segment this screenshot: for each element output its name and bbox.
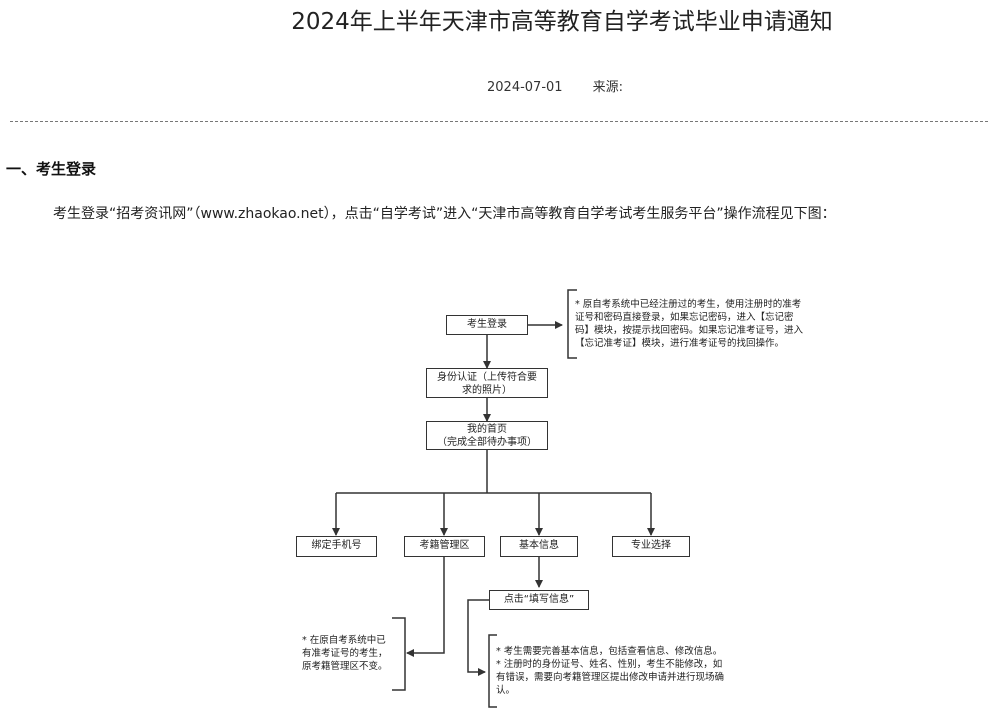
note-basic-line: * 注册时的身份证号、姓名、性别，考生不能修改，如 xyxy=(496,659,723,670)
note-registry-line: 有准考证号的考生， xyxy=(302,648,388,659)
note-registry-line: 原考籍管理区不变。 xyxy=(302,661,388,672)
flow-label-bind-phone: 绑定手机号 xyxy=(311,540,362,551)
note-registry: * 在原自考系统中已 有准考证号的考生， 原考籍管理区不变。 xyxy=(302,634,402,673)
note-basic-line: * 考生需要完善基本信息，包括查看信息、修改信息。 xyxy=(496,646,723,657)
publish-date: 2024-07-01 xyxy=(487,80,563,95)
flow-box-home: 我的首页 （完成全部待办事项） xyxy=(426,421,548,450)
flow-label-fill-info: 点击“填写信息” xyxy=(503,594,575,605)
flow-label-identity-2: 求的照片） xyxy=(462,385,512,396)
flow-box-registry: 考籍管理区 xyxy=(404,536,485,557)
note-registry-line: * 在原自考系统中已 xyxy=(302,635,386,646)
divider xyxy=(10,121,988,122)
section-paragraph: 考生登录“招考资讯网”（www.zhaokao.net），点击“自学考试”进入“… xyxy=(53,206,836,222)
note-login-line: 证号和密码直接登录，如果忘记密码，进入【忘记密 xyxy=(575,312,794,323)
flow-box-identity: 身份认证（上传符合要 求的照片） xyxy=(426,368,548,398)
flow-label-major-select: 专业选择 xyxy=(631,540,671,551)
flow-box-login: 考生登录 xyxy=(446,315,528,335)
flow-box-major-select: 专业选择 xyxy=(612,536,690,557)
section-heading: 一、考生登录 xyxy=(6,160,97,178)
flow-label-basic-info: 基本信息 xyxy=(519,540,559,551)
page-title: 2024年上半年天津市高等教育自学考试毕业申请通知 xyxy=(291,9,833,35)
note-basic-line: 有错误，需要向考籍管理区提出修改申请并进行现场确 xyxy=(496,672,725,683)
flow-label-login: 考生登录 xyxy=(467,319,507,330)
flow-box-bind-phone: 绑定手机号 xyxy=(296,536,377,557)
note-login: * 原自考系统中已经注册过的考生，使用注册时的准考 证号和密码直接登录，如果忘记… xyxy=(575,298,835,350)
note-login-line: 码】模块，按提示找回密码。如果忘记准考证号，进入 xyxy=(575,325,804,336)
note-basic-line: 认。 xyxy=(496,685,516,696)
note-login-line: * 原自考系统中已经注册过的考生，使用注册时的准考 xyxy=(575,299,802,310)
source-label: 来源: xyxy=(592,80,623,95)
note-login-line: 【忘记准考证】模块，进行准考证号的找回操作。 xyxy=(575,338,785,349)
flow-box-basic-info: 基本信息 xyxy=(500,536,578,557)
flow-label-home-2: （完成全部待办事项） xyxy=(437,437,537,448)
article-meta: 2024-07-01 来源: xyxy=(487,76,623,95)
flow-box-fill-info: 点击“填写信息” xyxy=(489,590,589,610)
flow-label-home-1: 我的首页 xyxy=(467,424,507,435)
note-basic-info: * 考生需要完善基本信息，包括查看信息、修改信息。 * 注册时的身份证号、姓名、… xyxy=(496,645,758,697)
flow-label-registry: 考籍管理区 xyxy=(419,540,470,551)
flow-label-identity-1: 身份认证（上传符合要 xyxy=(437,372,537,383)
